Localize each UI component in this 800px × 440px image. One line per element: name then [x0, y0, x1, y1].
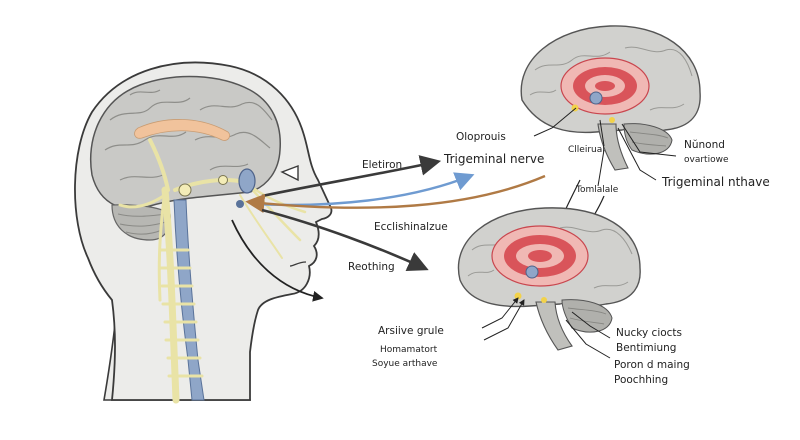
eye [280, 164, 299, 182]
label-arsiive-grule: Arsiive grule [378, 325, 444, 337]
label-oloprouis: Oloprouis [456, 131, 506, 143]
labels: Eletiron Trigeminal nerve Ecclishinalzue… [348, 131, 770, 386]
label-ovatiowe: ovartiowe [684, 155, 729, 165]
root-node [236, 200, 244, 208]
label-head-top: Eletiron [362, 159, 402, 171]
label-nunond: Nŭnond [684, 139, 725, 151]
label-nucky-ciocts: Nucky ciocts [616, 327, 682, 339]
brain-bottom [457, 207, 641, 359]
label-trigeminal-nerve: Trigeminal nerve [443, 152, 544, 166]
highlight-tract [134, 119, 230, 141]
limbic-bottom-core [528, 250, 552, 262]
mouth [289, 261, 307, 267]
label-poron-maing: Poron d maing [614, 359, 690, 371]
head-illustration [74, 61, 333, 404]
node-top-blue [589, 91, 603, 105]
node-top-yellow-2 [609, 117, 615, 123]
label-homamatort: Homamatort [380, 345, 438, 355]
node-bottom-blue [525, 265, 539, 279]
brain [89, 75, 281, 210]
label-soyue-arthave: Soyue arthave [372, 359, 438, 369]
node-bottom-yellow-2 [541, 297, 547, 303]
limbic-top-core [595, 81, 615, 91]
arrow-lower [261, 208, 429, 272]
label-bentimiung: Bentimiung [616, 342, 676, 354]
label-mid-arrow: Ecclishinalzue [374, 221, 448, 233]
ganglion-2 [218, 175, 228, 185]
sinus-node [238, 168, 256, 194]
arrow-to-trigeminal [261, 155, 442, 198]
label-poochhing: Poochhing [614, 374, 668, 386]
label-lower-arrow: Reothing [348, 261, 395, 273]
brain-top [520, 25, 701, 187]
brainstem-bottom [535, 301, 573, 351]
label-trigeminal-nthave: Trigeminal nthave [661, 175, 770, 189]
label-clleirual: Clleirual [568, 145, 605, 155]
ganglion-1 [178, 183, 192, 197]
spinal-nerves [158, 248, 204, 378]
arrow-curved [231, 219, 324, 302]
label-tomlalale: Tomlalale [575, 185, 619, 195]
brainstem-top [597, 123, 629, 171]
arrow-brown [245, 174, 546, 213]
brain-gyri [104, 89, 273, 181]
